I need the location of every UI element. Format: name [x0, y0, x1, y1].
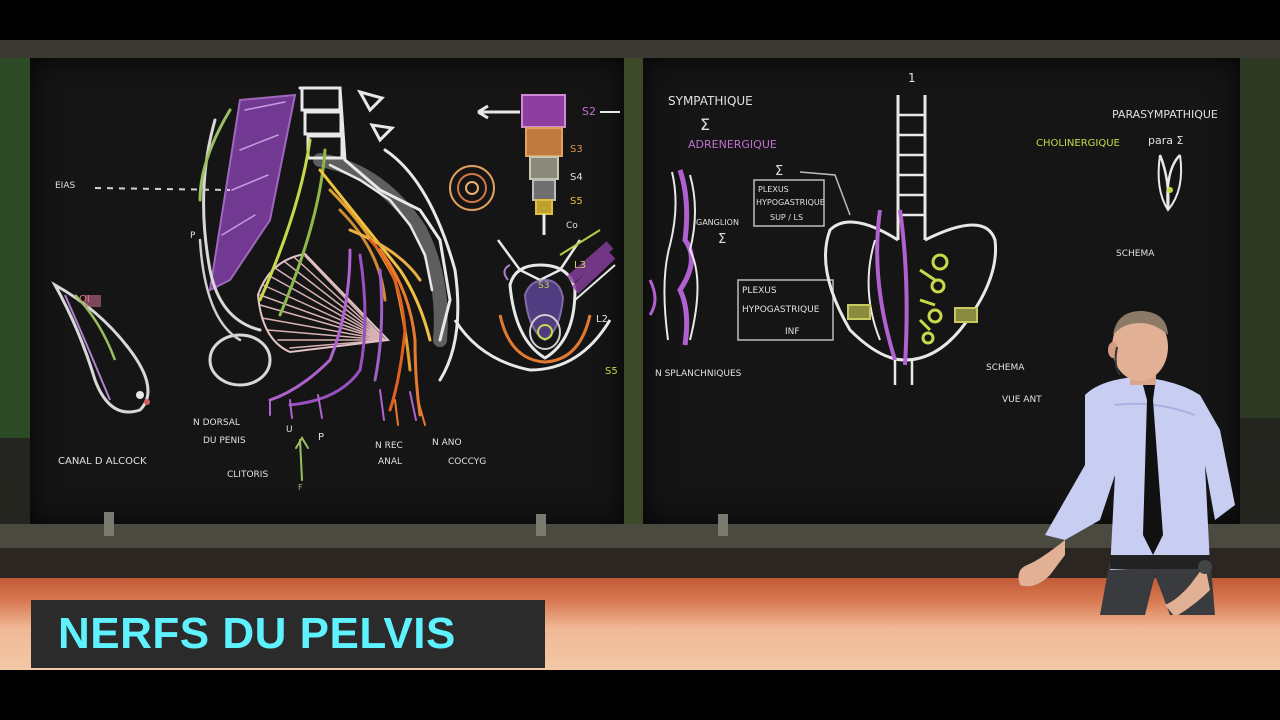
label-schema-1: SCHEMA: [1116, 249, 1155, 259]
label-coccyg: COCCYG: [448, 457, 486, 467]
caption-box: NERFS DU PELVIS: [31, 600, 545, 668]
label-u: U: [286, 425, 293, 435]
label-l3: L3: [574, 260, 586, 271]
parasympathetic-symbol: [1157, 154, 1183, 212]
board-edge-right: [1240, 58, 1280, 418]
label-sigma-3: Σ: [718, 232, 726, 247]
label-anal: ANAL: [378, 457, 402, 467]
label-clitoris: CLITORIS: [227, 470, 268, 480]
label-cholinergique: CHOLINERGIQUE: [1036, 138, 1120, 149]
label-ganglion: GANGLION: [696, 218, 739, 227]
lecture-scene: EIAS OI P CANAL D ALCOCK N DORSAL DU PEN…: [0, 40, 1280, 670]
label-n-dorsal: N DORSAL: [193, 418, 240, 428]
label-n-splanchniques: N SPLANCHNIQUES: [655, 369, 742, 379]
label-sigma-2: Σ: [775, 164, 783, 179]
chalk-ledge: [0, 548, 1280, 578]
label-plexus-inf-1: PLEXUS: [742, 286, 777, 296]
alcock-canal-drawing: [51, 281, 150, 414]
board-edge-left: [0, 58, 30, 438]
label-s3: S3: [570, 144, 583, 155]
perineum-drawing: [453, 229, 616, 372]
video-title-caption: NERFS DU PELVIS: [58, 609, 456, 658]
label-plexus-sup-3: SUP / LS: [770, 213, 803, 222]
label-vue-ant: VUE ANT: [1002, 395, 1042, 405]
target-circle-drawing: [449, 165, 495, 211]
label-s2: S2: [582, 105, 596, 118]
label-p: P: [190, 231, 196, 241]
chalk-drawings: EIAS OI P CANAL D ALCOCK N DORSAL DU PEN…: [51, 71, 1218, 536]
label-f: F: [298, 483, 303, 492]
sacral-segments-column: [521, 94, 566, 235]
label-schema-2: SCHEMA: [986, 363, 1025, 373]
label-adrenergique: ADRENERGIQUE: [688, 138, 777, 151]
label-s5: S5: [570, 196, 583, 207]
label-p2: P: [318, 432, 324, 443]
label-sigma-1: Σ: [700, 115, 710, 134]
label-plexus-sup-2: HYPOGASTRIQUE: [756, 198, 825, 207]
label-canal-alcock: CANAL D ALCOCK: [58, 456, 147, 467]
pelvis-lateral-drawing: [198, 86, 460, 481]
right-board-labels: SYMPATHIQUE Σ ADRENERGIQUE Σ PLEXUS HYPO…: [655, 71, 1218, 405]
label-du-penis: DU PENIS: [203, 436, 246, 446]
lecturer-figure: [1018, 310, 1235, 615]
pelvis-front-view-drawing: [824, 95, 998, 385]
plexus-inf-box: [737, 279, 834, 341]
label-parasympathique: PARASYMPATHIQUE: [1112, 108, 1218, 121]
label-one: 1: [908, 71, 916, 85]
board-top-rail: [0, 40, 1280, 62]
label-plexus-inf-2: HYPOGASTRIQUE: [742, 305, 820, 315]
plexus-sup-box: [753, 179, 825, 227]
label-oi: OI: [79, 294, 90, 305]
left-board-labels: EIAS OI P CANAL D ALCOCK N DORSAL DU PEN…: [55, 105, 618, 492]
label-s4: S4: [570, 172, 583, 183]
label-eias: EIAS: [55, 181, 75, 191]
label-plexus-inf-3: INF: [785, 327, 800, 337]
label-n-rect: N REC: [375, 441, 403, 451]
board-divider: [624, 58, 643, 524]
label-sympathique: SYMPATHIQUE: [668, 94, 753, 108]
label-co: Co: [566, 221, 578, 231]
board-clips: [104, 512, 728, 536]
label-n-ano: N ANO: [432, 438, 462, 448]
label-l2: L2: [596, 314, 608, 325]
label-s5-perineum: S5: [605, 366, 618, 377]
label-para-sigma: para Σ: [1148, 134, 1183, 147]
sympathetic-ganglion-chain: [648, 169, 699, 346]
label-s3-perineum: S3: [538, 281, 549, 291]
label-plexus-sup-1: PLEXUS: [758, 185, 789, 194]
